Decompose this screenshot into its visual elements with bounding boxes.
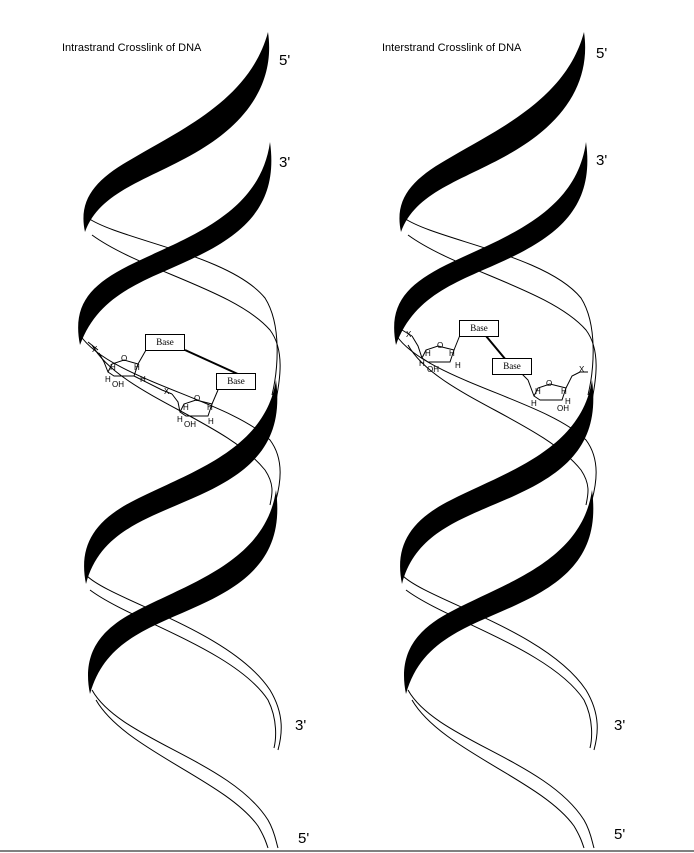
right-sugar1-x: X (406, 330, 412, 339)
right-sugar1-h1: H (425, 349, 431, 358)
left-sugar1-oh: OH (112, 380, 124, 389)
right-sugar1-oh: OH (427, 365, 439, 374)
left-crosslink-lines (87, 341, 241, 417)
left-sugar2-h1: H (183, 403, 189, 412)
right-thin-strands (395, 217, 598, 849)
right-sugar2-h3: H (531, 399, 537, 408)
right-label-bottom-3prime: 3' (614, 717, 626, 734)
left-sugar1-x: X (92, 345, 98, 354)
right-label-top-5prime: 5' (596, 45, 608, 62)
right-helix (394, 32, 598, 849)
right-sugar2-h1: H (535, 387, 541, 396)
right-base-box-1: Base (459, 320, 499, 337)
right-label-bottom-5prime: 5' (614, 826, 626, 843)
right-label-top-3prime: 3' (596, 152, 608, 169)
left-label-bottom-5prime: 5' (298, 830, 310, 847)
right-sugar1-h4: H (455, 361, 461, 370)
left-panel-title: Intrastrand Crosslink of DNA (62, 42, 202, 54)
left-sugar2-oh: OH (184, 420, 196, 429)
left-label-top-5prime: 5' (279, 52, 291, 69)
left-sugar1-o: O (121, 354, 128, 363)
left-sugar2-x: X (164, 387, 170, 396)
left-sugar1-h4: H (140, 375, 146, 384)
right-sugar2-oh: OH (557, 404, 569, 413)
left-helix (78, 32, 282, 849)
right-sugar2-h2: H (561, 387, 567, 396)
left-thick-ribbons (78, 32, 278, 694)
left-sugar1-h2: H (134, 363, 140, 372)
right-base-box-2: Base (492, 358, 532, 375)
left-sugar2-o: O (194, 394, 201, 403)
right-sugar1-h2: H (449, 349, 455, 358)
right-thick-ribbons (394, 32, 594, 694)
left-sugar2-h4: H (208, 417, 214, 426)
left-label-bottom-3prime: 3' (295, 717, 307, 734)
left-sugar2-h2: H (207, 403, 213, 412)
left-sugar1-h1: H (110, 363, 116, 372)
left-sugar1-h3: H (105, 375, 111, 384)
right-panel-title: Interstrand Crosslink of DNA (382, 42, 522, 54)
left-base-box-2: Base (216, 373, 256, 390)
left-label-top-3prime: 3' (279, 154, 291, 171)
right-sugar1-o: O (437, 341, 444, 350)
right-sugar2-h4: H (565, 397, 571, 406)
right-sugar1-h3: H (419, 359, 425, 368)
right-sugar2-o: O (546, 379, 553, 388)
left-sugar2-h3: H (177, 415, 183, 424)
right-crosslink-lines (401, 329, 588, 401)
left-base-box-1: Base (145, 334, 185, 351)
right-sugar2-x: X (579, 365, 585, 374)
